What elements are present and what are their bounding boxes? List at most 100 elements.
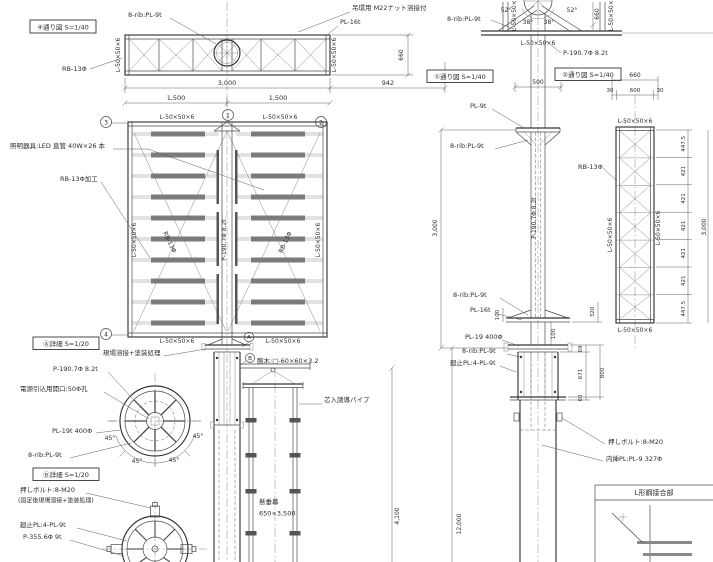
section1-pl16: PL-16t — [470, 306, 491, 314]
detail-b-note: (固定後現場溶接+塗装処理) — [18, 497, 94, 505]
angle-38-left: 38° — [523, 19, 534, 26]
angle-38-right: 38° — [544, 19, 555, 26]
banner-label-1: 懸垂幕 — [259, 497, 279, 506]
detail-b-title-box — [32, 467, 100, 481]
section1-bolt: 押しボルト:8-M20 — [608, 437, 663, 446]
plan-dim-left: 1,500 — [167, 94, 186, 102]
a45-3: 45° — [132, 458, 143, 465]
plan-dim-offset: 942 — [382, 79, 394, 87]
tie-rods — [133, 130, 321, 332]
section1-pipe-label: P-190.7Φ 8.2t — [531, 197, 538, 239]
detail-b-stop: 廻止PL:4-PL-9t — [20, 520, 66, 529]
lamp-rails — [132, 131, 323, 326]
detail-a-pipe: P-190.7Φ 8.2t — [53, 365, 98, 373]
section1-rib-top: 8-rib:PL-9t — [450, 142, 484, 150]
detail-a: Ⓐ詳細 S=1/20 45° 45° 45° 45° P-190.7Φ 8.2t… — [20, 336, 204, 467]
rb-kakou-label: RB-13Φ加工 — [60, 174, 98, 183]
a45-4: 45° — [169, 457, 180, 464]
section2-angle-top: L-50×50×6 — [618, 118, 653, 125]
detail-a-title: Ⓐ詳細 S=1/20 — [43, 339, 89, 348]
section-2: ②通り図 S=1/40 660 30 600 30 RB-13Φ L-50×50… — [554, 67, 709, 334]
detail-b-bolt: 押しボルト:8-M20 — [20, 485, 75, 494]
head-pipe-label: P-190.7Φ 8.2t — [563, 49, 608, 57]
section2-dim-30b: 30 — [657, 88, 664, 94]
section2-dim-660: 660 — [629, 72, 641, 79]
rb-rod-right: RB-13Φ — [278, 230, 294, 254]
plan-title: ④通り図 S=1/40 — [37, 23, 89, 32]
plan-rib-label: 8-rib:PL-9t — [128, 11, 162, 19]
s2-dim-5: 421 — [681, 275, 687, 286]
mark-B: B — [248, 356, 252, 362]
guide-pipe-label: 芯入誘導パイプ — [324, 395, 370, 404]
sign-elevation: RB-13Φ RB-13Φ P-190.7Φ 8.2t 3 1 2 4 A B … — [10, 109, 328, 366]
section1-dim-4100: 4,100 — [394, 507, 401, 524]
elev-pipe-label: P-190.7Φ 8.2t — [221, 219, 228, 261]
detail-a-rib: 8-rib:PL-9t — [28, 451, 62, 459]
head-angle-right-v: L-50×50×6 — [608, 0, 615, 31]
mark-2: 2 — [319, 119, 323, 126]
plan-dims: 660 3,000 942 1,500 1,500 — [122, 32, 448, 107]
plan-bracing — [128, 38, 327, 72]
s2-dim-0: 447.5 — [681, 135, 687, 151]
head-angle-left-v: L-50×50×6 — [511, 0, 518, 31]
a45-1: 45° — [105, 435, 116, 442]
section2-title-box — [554, 67, 622, 81]
grid-marks: 3 1 2 4 A B — [100, 109, 327, 366]
arm-label: 腕木:□-60×60×3.2 — [257, 356, 318, 365]
plan-title-box — [29, 19, 97, 34]
corner-joint-box: L形鋼接合部 — [594, 484, 713, 562]
angle-side-left: L-50×50×6 — [131, 223, 138, 258]
section1-pl19: PL-19 400Φ — [465, 333, 503, 341]
section2-title: ②通り図 S=1/40 — [562, 70, 614, 79]
head-rib-label: 8-rib:PL-9t — [447, 15, 481, 23]
pole-head-detail: 52° 52° 38° 38° L-50×50×6 L-50×50×6 L-50… — [447, 0, 713, 57]
angle-side-right: L-50×50×6 — [315, 223, 322, 258]
conduits — [216, 150, 238, 324]
s2-dim-6: 447.5 — [681, 300, 687, 316]
plan-angle-right: L-50×50×6 — [331, 38, 338, 73]
section1-dim-100a: 100 — [495, 309, 501, 320]
section2-dim-total: 3,000 — [701, 218, 708, 235]
section1-dim-69: 69 — [578, 345, 584, 352]
section1-dim-3000: 3,000 — [432, 219, 439, 236]
section2-angle-bottom: L-50×50×6 — [618, 327, 653, 334]
section1-inner: 内挿PL:PL-9 327Φ — [606, 454, 662, 463]
banner-assembly: 現場溶接+塗装処理 腕木:□-60×60×3.2 芯入誘導パイプ 懸 — [103, 338, 370, 562]
detail-b-title: Ⓑ詳細 S=1/20 — [43, 470, 89, 479]
section1-dim-800: 800 — [600, 367, 606, 378]
section2-angle-left: L-50×50×6 — [607, 218, 614, 253]
section1-pl9: PL-9t — [470, 102, 487, 110]
detail-a-plate: PL-19t 400Φ — [52, 427, 92, 435]
section1-rib-low: 8-rib:PL-9t — [462, 347, 496, 355]
detail-b-ribs — [127, 521, 183, 562]
section2-dim-600: 600 — [630, 88, 641, 94]
mark-1: 1 — [226, 112, 230, 119]
s2-dim-4: 421 — [681, 248, 687, 258]
detail-a-opening: 電源引込用開口:50Φ孔 — [20, 384, 88, 393]
angle-bot-right: L-50×50×6 — [266, 338, 301, 345]
angle-52-right: 52° — [567, 7, 578, 14]
detail-a-title-box — [32, 336, 100, 350]
plan-pl16-label: PL-16t — [340, 18, 361, 26]
head-dim-660: 660 — [594, 8, 601, 20]
section1-title-box — [426, 69, 494, 83]
angle-bot-left: L-50×50×6 — [160, 338, 195, 345]
section1-dim-100b: 100 — [551, 328, 557, 339]
mark-4: 4 — [104, 331, 108, 338]
section1-rib-mid: 8-rib:PL-9t — [453, 291, 487, 299]
corner-box-title: L形鋼接合部 — [635, 488, 674, 497]
section-1: ①通り図 S=1/40 500 PL-9t 8-rib:PL-9t P-190.… — [389, 35, 663, 562]
light-label: 照明器具:LED 直管 40W×26 本 — [10, 141, 106, 150]
section2-dim-30a: 30 — [607, 88, 614, 94]
angle-top-left: L-50×50×6 — [160, 114, 195, 121]
s2-dim-3: 421 — [681, 221, 687, 232]
plan-dim-total: 3,000 — [218, 79, 237, 87]
mark-A: A — [247, 335, 251, 341]
a45-2: 45° — [193, 433, 204, 440]
field-weld-label: 現場溶接+塗装処理 — [103, 348, 161, 357]
detail-b: Ⓑ詳細 S=1/20 押しボルト:8-M20 (固定後現場溶接+塗装処理) 廻止… — [18, 467, 197, 562]
angle-52-left: 52° — [501, 7, 512, 14]
section2-angle-right: L-50×50×6 — [655, 211, 662, 246]
